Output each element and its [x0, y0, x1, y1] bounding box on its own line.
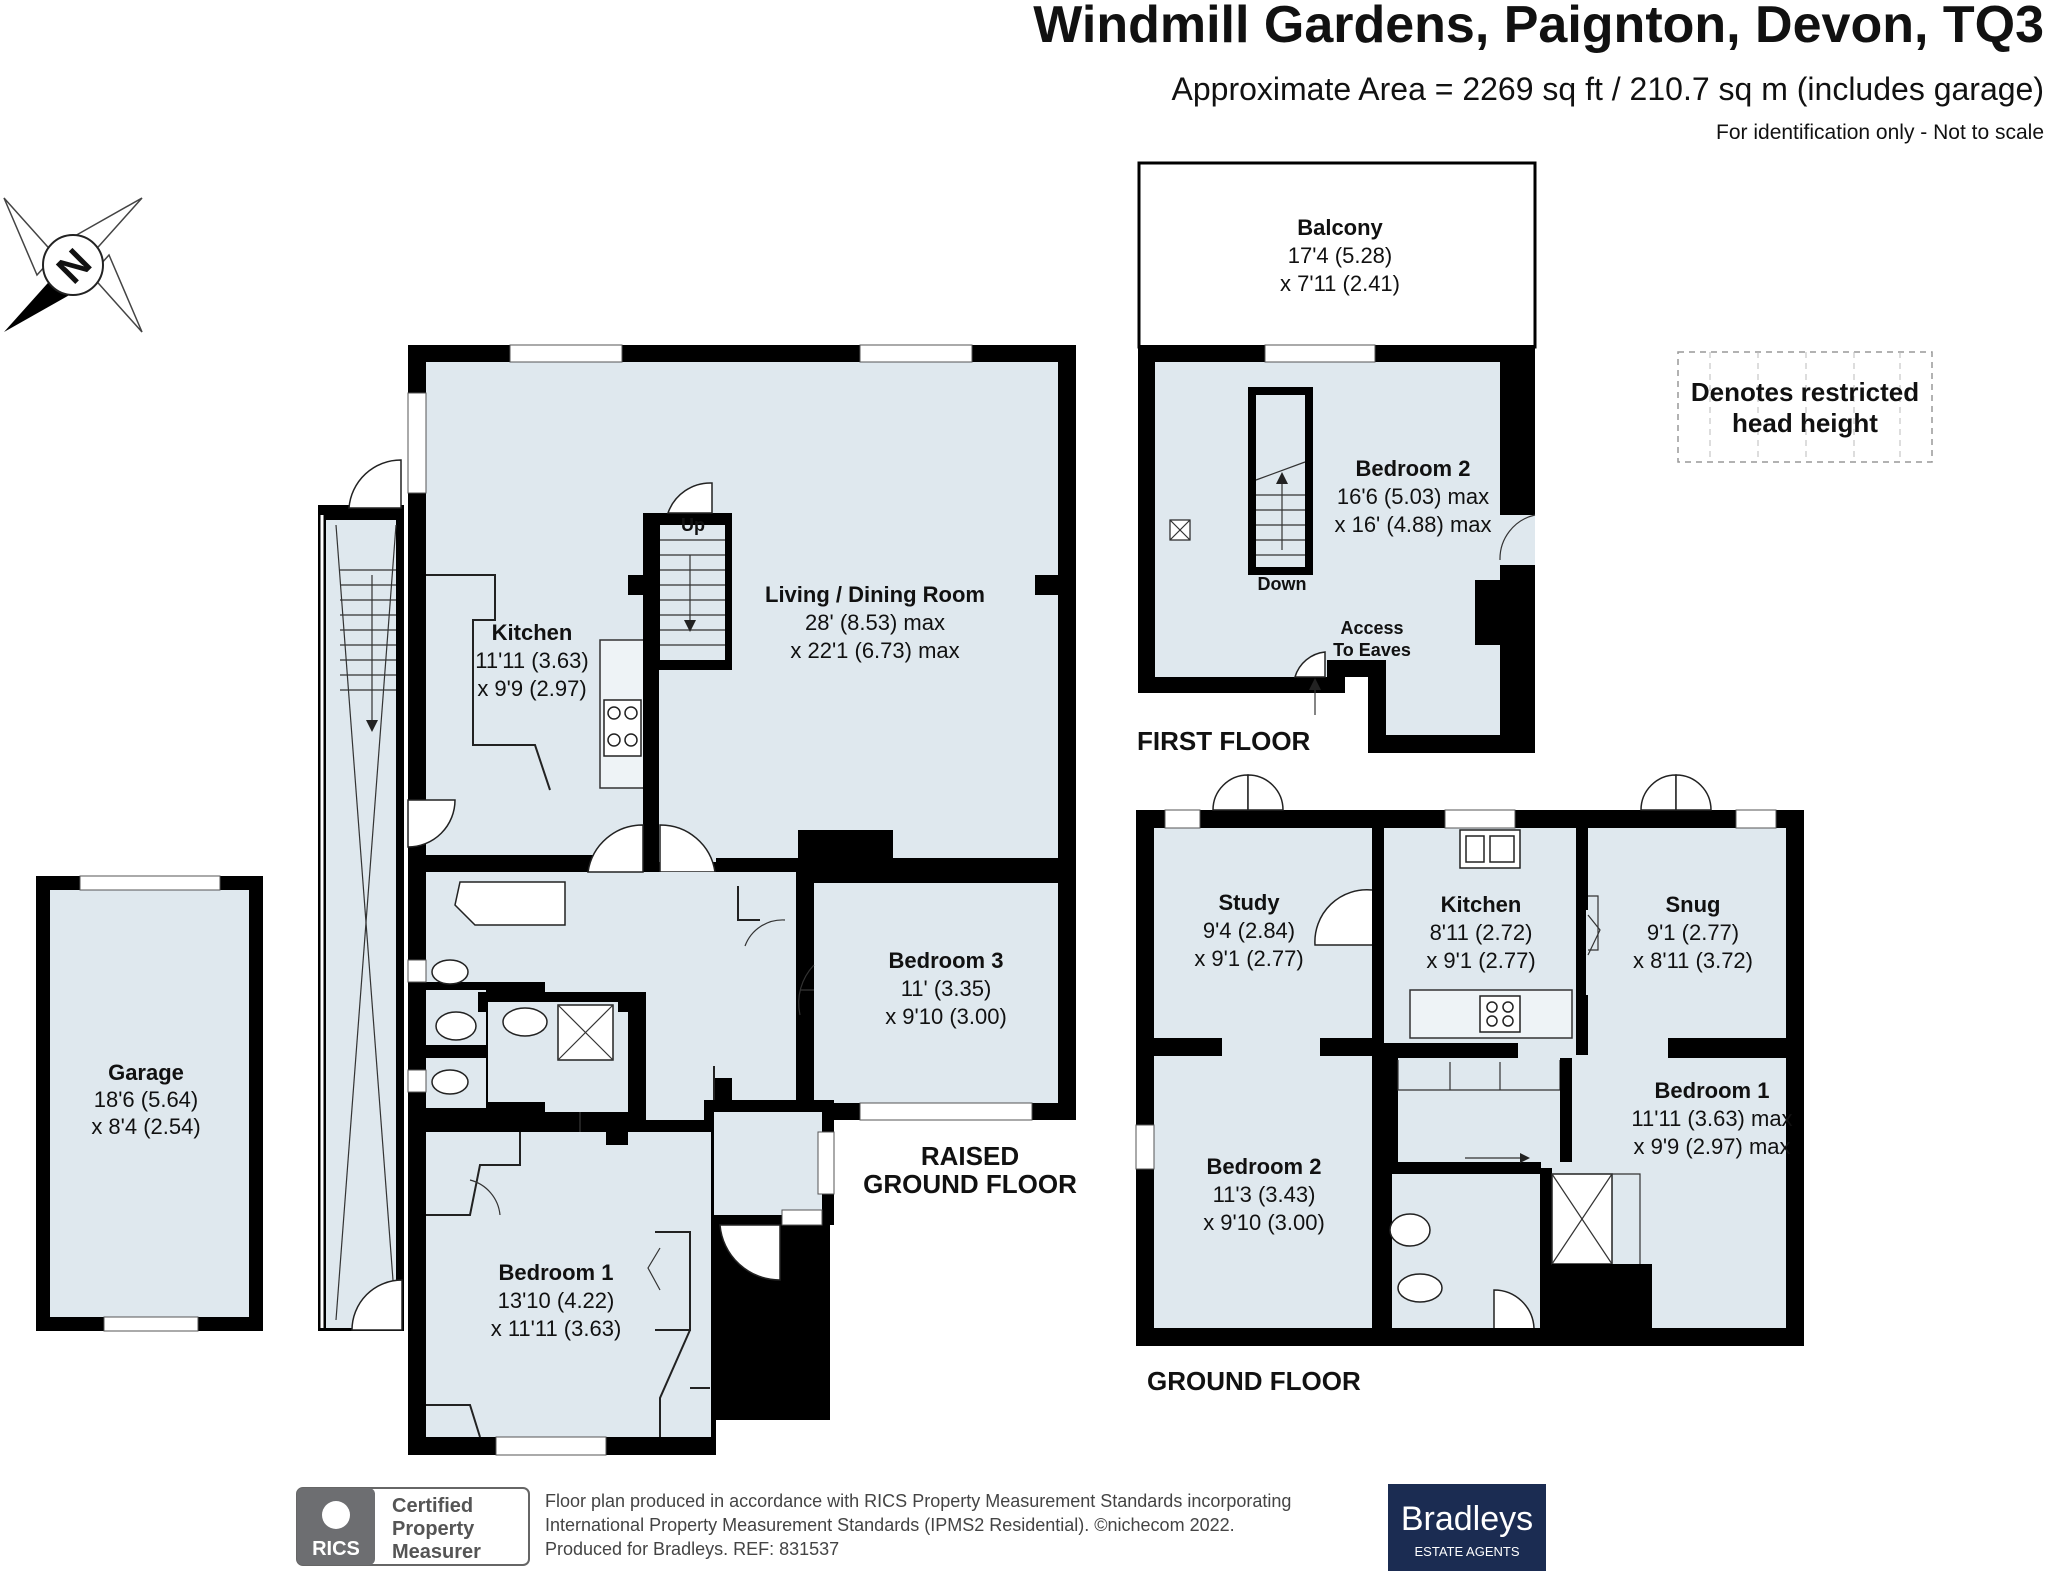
cert-line-1: Certified [392, 1495, 473, 1517]
stairs-up-label: Up [681, 515, 705, 535]
gf-kitchen-dim2: x 9'1 (2.77) [1426, 948, 1535, 973]
page-title: Windmill Gardens, Paignton, Devon, TQ3 [1033, 0, 2044, 54]
ground-floor-label: GROUND FLOOR [1147, 1366, 1361, 1396]
compass-north-icon: N [3, 197, 143, 333]
footer-line-2: International Property Measurement Stand… [545, 1515, 1235, 1535]
gf-bedroom1-name: Bedroom 1 [1655, 1078, 1770, 1103]
rg-bedroom3-dim1: 11' (3.35) [901, 976, 992, 1001]
study-name: Study [1218, 890, 1280, 915]
cert-line-2: Property [392, 1518, 475, 1540]
first-floor: Balcony 17'4 (5.28) x 7'11 (2.41) Bedroo… [1137, 161, 1537, 756]
disclaimer: For identification only - Not to scale [1716, 121, 2044, 144]
balcony-dim1: 17'4 (5.28) [1288, 243, 1393, 268]
gf-bedroom1-dim2: x 9'9 (2.97) max [1633, 1134, 1790, 1159]
garage-dim1: 18'6 (5.64) [94, 1087, 199, 1112]
study-dim1: 9'4 (2.84) [1203, 918, 1295, 943]
ff-bedroom2-dim1: 16'6 (5.03) max [1337, 484, 1489, 509]
rg-bedroom3-name: Bedroom 3 [889, 948, 1004, 973]
rics-lion-icon [322, 1501, 350, 1529]
eaves-access-label-2: To Eaves [1333, 640, 1411, 660]
study-dim2: x 9'1 (2.77) [1194, 946, 1303, 971]
gf-kitchen-dim1: 8'11 (2.72) [1430, 920, 1533, 945]
gf-kitchen-name: Kitchen [1441, 892, 1522, 917]
ff-bedroom2-dim2: x 16' (4.88) max [1334, 512, 1491, 537]
snug-dim1: 9'1 (2.77) [1647, 920, 1739, 945]
raised-ground-floor: Up [318, 344, 1080, 1460]
legend-line-2: head height [1732, 408, 1878, 438]
rics-logo-text: RICS [312, 1538, 360, 1560]
rg-kitchen-dim1: 11'11 (3.63) [475, 648, 588, 673]
garage-name: Garage [108, 1060, 184, 1085]
restricted-height-legend: Denotes restricted head height [1677, 351, 1933, 463]
rg-bedroom1-dim1: 13'10 (4.22) [498, 1288, 615, 1313]
raised-ground-floor-label-1: RAISED [921, 1141, 1019, 1171]
rg-kitchen-dim2: x 9'9 (2.97) [477, 676, 586, 701]
eaves-access-label-1: Access [1340, 618, 1403, 638]
snug-dim2: x 8'11 (3.72) [1633, 948, 1753, 973]
footer-line-1: Floor plan produced in accordance with R… [545, 1491, 1291, 1511]
cert-line-3: Measurer [392, 1541, 481, 1563]
bradleys-logo: Bradleys ESTATE AGENTS [1388, 1484, 1546, 1571]
legend-line-1: Denotes restricted [1691, 377, 1919, 407]
garage: Garage 18'6 (5.64) x 8'4 (2.54) [36, 875, 263, 1332]
living-dim1: 28' (8.53) max [805, 610, 945, 635]
rg-kitchen-name: Kitchen [492, 620, 573, 645]
brand-name: Bradleys [1401, 1500, 1533, 1538]
ground-floor: Study 9'4 (2.84) x 9'1 (2.77) Kitchen 8'… [1135, 774, 1804, 1396]
area-summary: Approximate Area = 2269 sq ft / 210.7 sq… [1172, 71, 2045, 107]
ff-bedroom2-name: Bedroom 2 [1356, 456, 1471, 481]
footer-line-3: Produced for Bradleys. REF: 831537 [545, 1539, 839, 1559]
brand-sub: ESTATE AGENTS [1415, 1544, 1520, 1559]
gf-bedroom2-dim2: x 9'10 (3.00) [1203, 1210, 1325, 1235]
rics-badge: RICS Certified Property Measurer [296, 1487, 530, 1566]
gf-bedroom2-name: Bedroom 2 [1207, 1154, 1322, 1179]
gf-bedroom2-dim1: 11'3 (3.43) [1213, 1182, 1316, 1207]
living-dim2: x 22'1 (6.73) max [790, 638, 959, 663]
first-floor-label: FIRST FLOOR [1137, 726, 1311, 756]
stairs-down-label: Down [1258, 574, 1307, 594]
rg-bedroom1-dim2: x 11'11 (3.63) [491, 1316, 622, 1341]
balcony-dim2: x 7'11 (2.41) [1280, 271, 1400, 296]
snug-name: Snug [1666, 892, 1721, 917]
gf-bedroom1-dim1: 11'11 (3.63) max [1631, 1106, 1792, 1131]
rg-bedroom1-name: Bedroom 1 [499, 1260, 614, 1285]
rg-bedroom3-dim2: x 9'10 (3.00) [885, 1004, 1007, 1029]
garage-dim2: x 8'4 (2.54) [91, 1114, 200, 1139]
raised-ground-floor-label-2: GROUND FLOOR [863, 1169, 1077, 1199]
balcony-name: Balcony [1297, 215, 1383, 240]
living-name: Living / Dining Room [765, 582, 985, 607]
